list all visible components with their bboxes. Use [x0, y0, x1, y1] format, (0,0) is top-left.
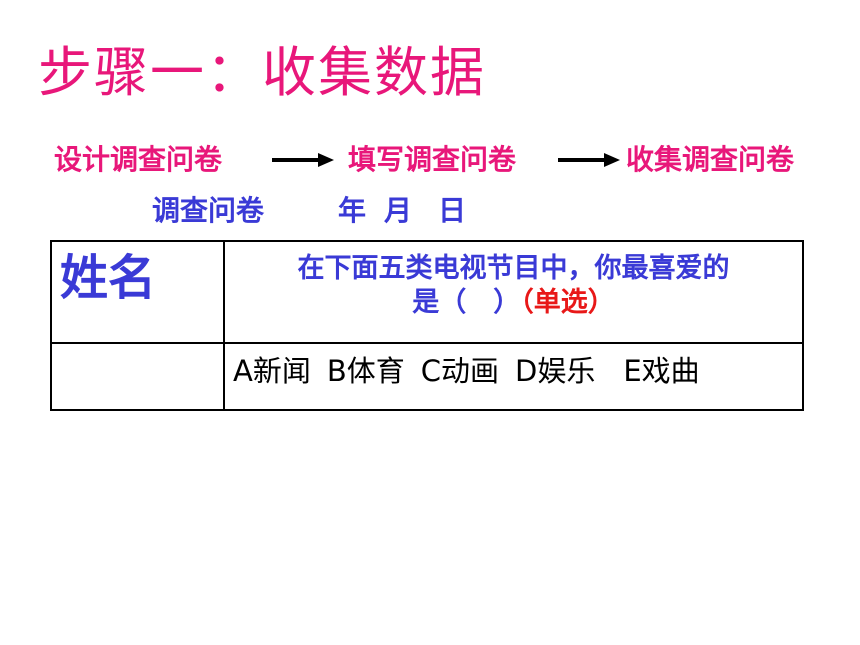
option-d[interactable]: D娱乐	[515, 354, 596, 389]
question-answer-blank: 是（ ）	[412, 287, 521, 318]
page-title: 步骤一：收集数据	[38, 41, 486, 104]
survey-date-day: 日	[438, 194, 467, 227]
flow-step-fill: 填写调查问卷	[348, 143, 517, 176]
option-b[interactable]: B体育	[326, 354, 405, 389]
survey-date-month: 月	[384, 194, 413, 227]
name-input-cell[interactable]	[50, 342, 225, 411]
table-row: A新闻 B体育 C动画 D娱乐 E戏曲	[50, 342, 804, 411]
question-line-2: 是（ ）（单选）	[229, 286, 798, 320]
flow-step-collect: 收集调查问卷	[626, 143, 795, 176]
question-line-1: 在下面五类电视节目中，你最喜爱的	[297, 253, 730, 284]
survey-label: 调查问卷	[152, 194, 265, 227]
survey-table: 姓名 在下面五类电视节目中，你最喜爱的 是（ ）（单选） A新闻 B体育 C动画 D娱…	[50, 239, 804, 411]
survey-date-year: 年	[338, 194, 367, 227]
option-e[interactable]: E戏曲	[623, 354, 700, 389]
name-header: 姓名	[50, 239, 225, 345]
option-c[interactable]: C动画	[420, 354, 499, 389]
flow-step-design: 设计调查问卷	[54, 143, 223, 176]
question-cell: 在下面五类电视节目中，你最喜爱的 是（ ）（单选）	[223, 239, 804, 345]
option-a[interactable]: A新闻	[233, 354, 311, 389]
single-choice-tag: （单选）	[520, 287, 615, 318]
process-flow: 设计调查问卷 填写调查问卷 收集调查问卷	[0, 140, 860, 180]
options-cell: A新闻 B体育 C动画 D娱乐 E戏曲	[223, 342, 804, 411]
right-arrow-icon	[272, 153, 334, 167]
table-header-row: 姓名 在下面五类电视节目中，你最喜爱的 是（ ）（单选）	[50, 239, 804, 345]
right-arrow-icon	[558, 153, 620, 167]
